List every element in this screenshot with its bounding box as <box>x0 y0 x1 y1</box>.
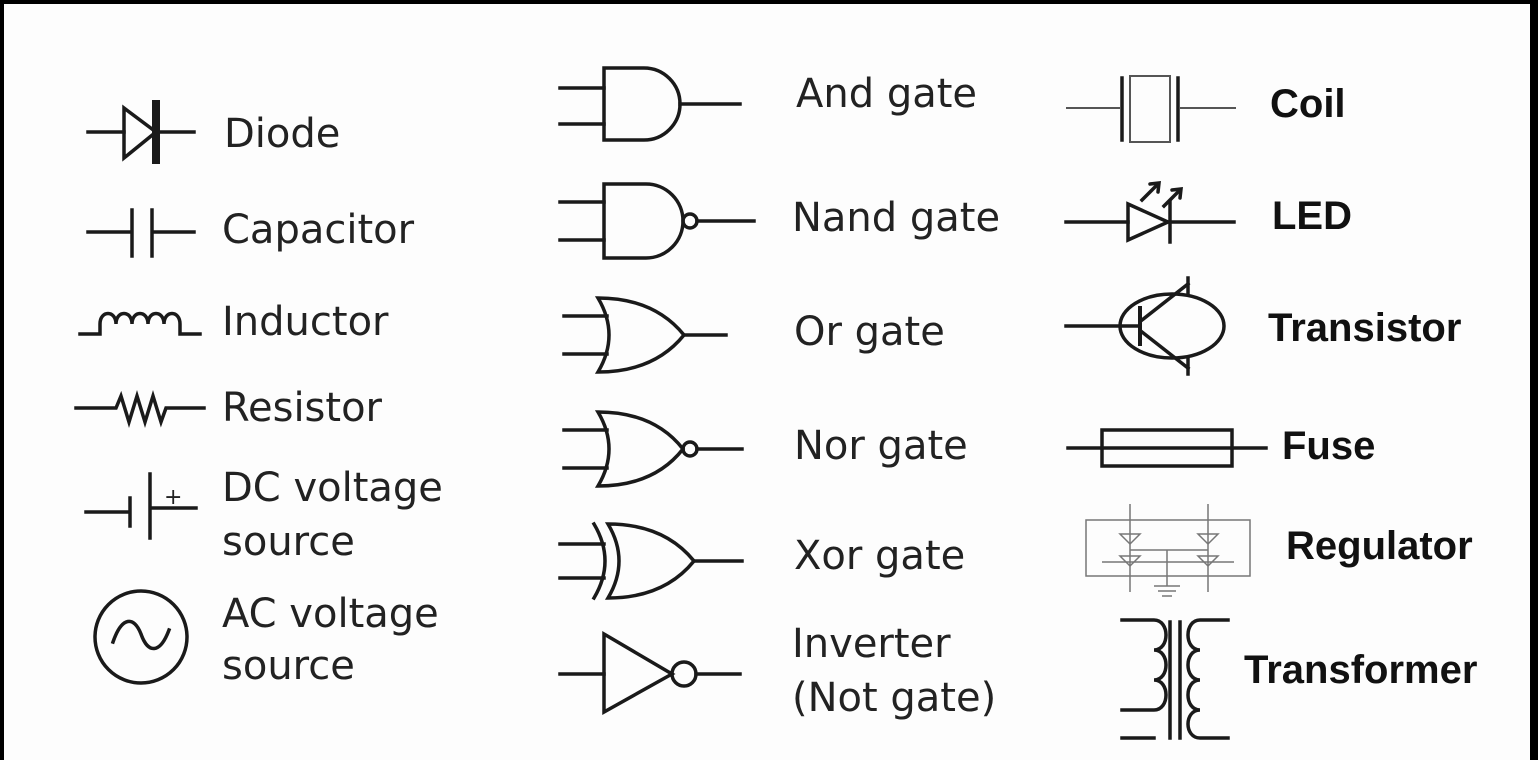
or-gate-label: Or gate <box>794 309 945 355</box>
and-gate-label: And gate <box>796 71 978 117</box>
dc-plus-label: + <box>164 485 182 510</box>
inverter-symbol-icon <box>558 630 742 715</box>
transistor-label: Transistor <box>1268 306 1462 350</box>
inverter-label-line2: (Not gate) <box>792 675 997 721</box>
dc-source-symbol-icon <box>84 472 198 540</box>
nand-gate-symbol-icon <box>558 182 756 260</box>
diode-label: Diode <box>224 111 341 157</box>
fuse-symbol-icon <box>1066 428 1268 468</box>
regulator-symbol-icon <box>1085 504 1251 597</box>
capacitor-symbol-icon <box>86 208 196 258</box>
xor-gate-label: Xor gate <box>794 533 966 579</box>
transistor-symbol-icon <box>1064 276 1226 376</box>
dc-source-label-line1: DC voltage <box>222 465 443 511</box>
ac-source-symbol-icon <box>93 589 189 685</box>
transformer-label: Transformer <box>1244 648 1478 692</box>
nor-gate-symbol-icon <box>562 410 744 488</box>
coil-symbol-icon <box>1066 75 1236 143</box>
capacitor-label: Capacitor <box>222 207 415 253</box>
ac-source-label-line2: source <box>222 643 355 689</box>
regulator-label: Regulator <box>1286 524 1473 568</box>
diode-symbol-icon <box>86 100 196 164</box>
nor-gate-label: Nor gate <box>794 423 968 469</box>
xor-gate-symbol-icon <box>558 521 744 601</box>
inverter-label-line1: Inverter <box>792 621 951 667</box>
symbol-drawings: + <box>74 66 1268 740</box>
ac-source-label-line1: AC voltage <box>222 591 439 637</box>
or-gate-symbol-icon <box>562 296 728 374</box>
fuse-label: Fuse <box>1282 424 1376 468</box>
resistor-label: Resistor <box>222 385 382 431</box>
symbol-chart: + Diode Capacitor Inductor Resistor DC v… <box>4 4 1530 760</box>
led-label: LED <box>1272 194 1352 238</box>
nand-gate-label: Nand gate <box>792 195 1001 241</box>
inductor-label: Inductor <box>222 299 389 345</box>
coil-label: Coil <box>1270 82 1346 126</box>
led-symbol-icon <box>1064 181 1236 244</box>
and-gate-symbol-icon <box>558 66 742 142</box>
dc-source-label-line2: source <box>222 519 355 565</box>
resistor-symbol-icon <box>74 390 206 428</box>
transformer-symbol-icon <box>1120 618 1230 740</box>
inductor-symbol-icon <box>78 311 202 336</box>
